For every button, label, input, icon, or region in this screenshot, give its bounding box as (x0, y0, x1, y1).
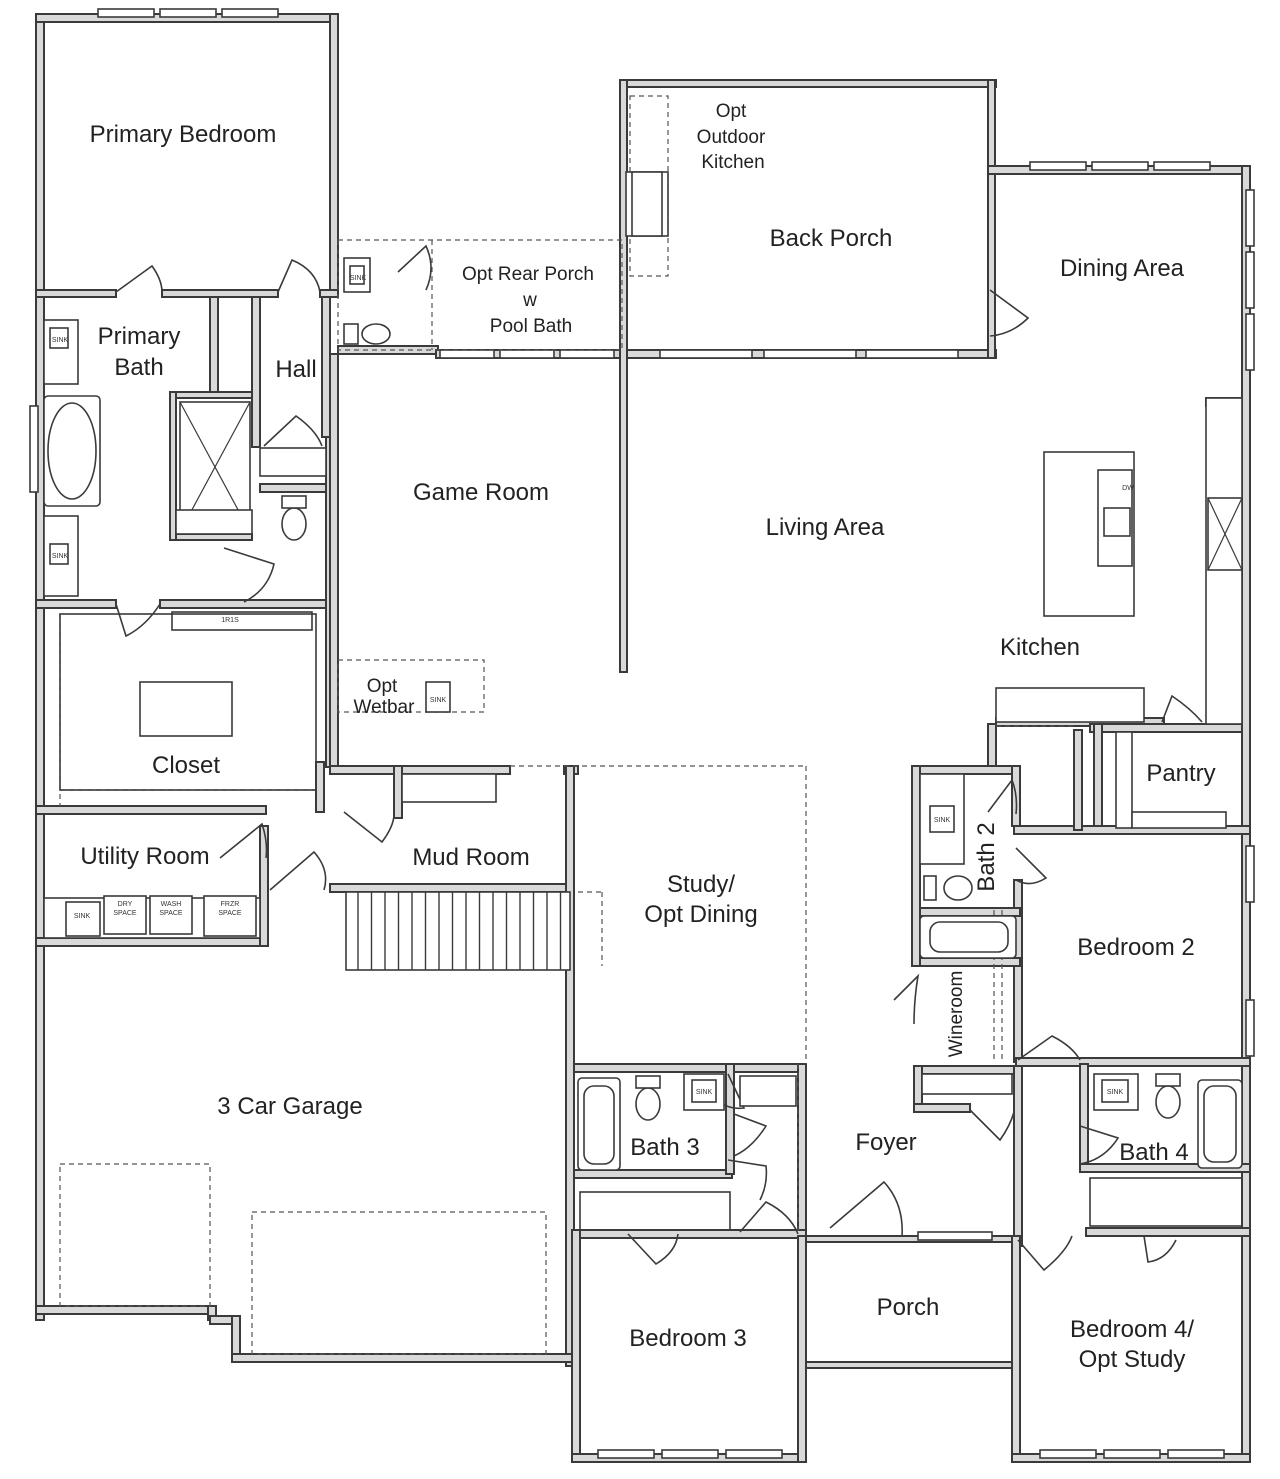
room-label-garage: 3 Car Garage (217, 1093, 362, 1120)
room-label-dining-area: Dining Area (1060, 255, 1185, 282)
room-label-study: Study/ (667, 871, 735, 898)
frzr-space-label: SPACE (218, 910, 242, 917)
sink-label: SINK (74, 913, 91, 920)
room-label-foyer: Foyer (855, 1129, 916, 1156)
sink-label: SINK (350, 275, 367, 282)
dry-space-label: SPACE (113, 910, 137, 917)
room-label-bath-3: Bath 3 (630, 1134, 699, 1161)
sink-label: SINK (934, 817, 951, 824)
room-label-wineroom: Wineroom (946, 971, 967, 1058)
room-label-primary-bath: Bath (114, 354, 163, 381)
room-label-bedroom-4: Bedroom 4/ (1070, 1316, 1194, 1343)
room-label-back-porch: Back Porch (770, 225, 893, 252)
sink-label: SINK (430, 697, 447, 704)
room-label-porch: Porch (877, 1294, 940, 1321)
sink-label: SINK (696, 1089, 713, 1096)
room-label-hall: Hall (275, 356, 316, 383)
room-label-bedroom-2: Bedroom 2 (1077, 934, 1194, 961)
wash-space-label: WASH (161, 901, 182, 908)
room-label-bath-2: Bath 2 (973, 822, 1000, 891)
room-label-study: Opt Dining (644, 901, 757, 928)
room-label-primary-bedroom: Primary Bedroom (90, 121, 277, 148)
room-label-opt-outdoor-kitchen: Kitchen (701, 152, 764, 173)
room-labels: Primary Bedroom Primary Bath Hall Opt Re… (80, 101, 1215, 1373)
room-label-living-area: Living Area (766, 514, 885, 541)
room-label-closet: Closet (152, 752, 220, 779)
room-label-bedroom-3: Bedroom 3 (629, 1325, 746, 1352)
room-label-opt-outdoor-kitchen: Opt (716, 101, 747, 122)
room-label-utility-room: Utility Room (80, 843, 209, 870)
room-label-opt-wetbar: Wetbar (354, 697, 416, 718)
walls (35, 13, 1251, 1463)
sink-label: SINK (1107, 1089, 1124, 1096)
room-label-mud-room: Mud Room (412, 844, 529, 871)
room-label-game-room: Game Room (413, 479, 549, 506)
room-label-pantry: Pantry (1146, 760, 1215, 787)
room-label-primary-bath: Primary (98, 323, 181, 350)
windows (29, 8, 1255, 1459)
fixture-labels: SINK SINK SINK SINK SINK DRY SPACE WASH … (52, 275, 1134, 1096)
room-label-opt-rear-porch: Pool Bath (490, 316, 572, 337)
room-label-bath-4: Bath 4 (1119, 1139, 1188, 1166)
room-label-opt-wetbar: Opt (367, 676, 398, 697)
shelf-label: 1R1S (221, 617, 239, 624)
dishwasher-label: DW (1122, 485, 1134, 492)
wash-space-label: SPACE (159, 910, 183, 917)
fixtures (43, 171, 1243, 1231)
room-label-opt-rear-porch: w (522, 290, 537, 311)
optional-outlines (59, 95, 1074, 1355)
room-label-kitchen: Kitchen (1000, 634, 1080, 661)
room-label-bedroom-4: Opt Study (1079, 1346, 1186, 1373)
room-label-opt-rear-porch: Opt Rear Porch (462, 264, 594, 285)
room-label-opt-outdoor-kitchen: Outdoor (697, 127, 766, 148)
sink-label: SINK (52, 553, 69, 560)
sink-label: SINK (52, 337, 69, 344)
dry-space-label: DRY (118, 901, 133, 908)
frzr-space-label: FRZR (221, 901, 240, 908)
